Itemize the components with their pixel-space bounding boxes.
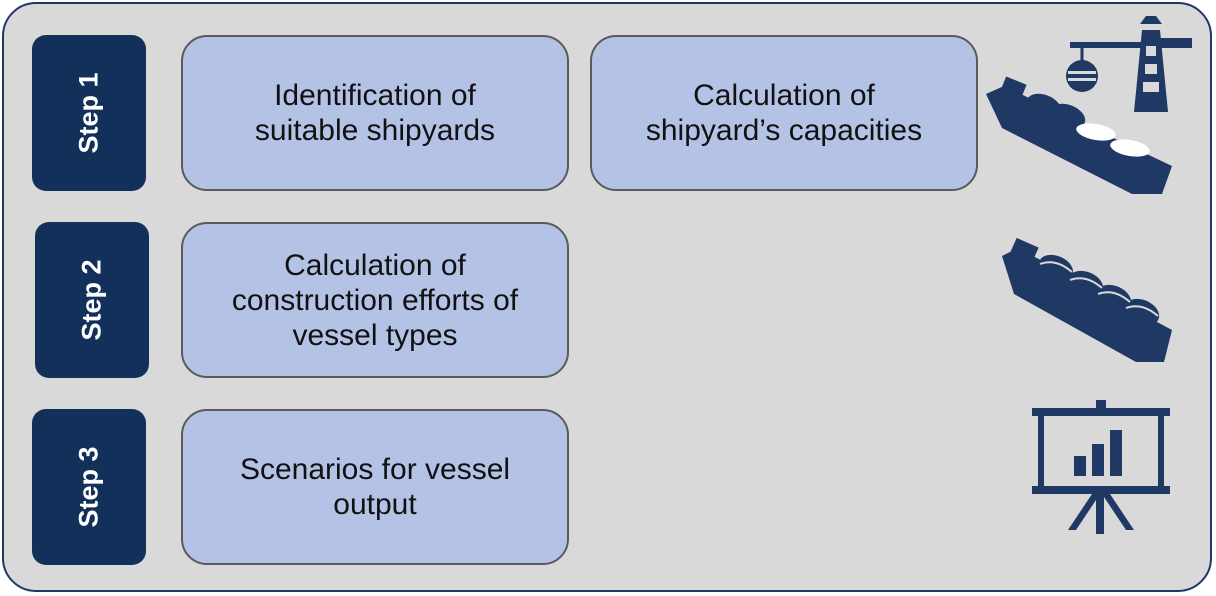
gas-carrier-ship-icon	[1002, 238, 1172, 362]
step-2-label: Step 2	[35, 222, 149, 378]
step-3-text: Step 3	[73, 446, 104, 528]
capacities-box: Calculation of shipyard’s capacities	[590, 35, 978, 191]
crane-ship-icon	[986, 16, 1192, 194]
step-1-label: Step 1	[32, 35, 146, 191]
presentation-chart-icon	[1032, 400, 1170, 534]
efforts-line-2: construction efforts of	[231, 283, 519, 317]
scenarios-line-2: output	[333, 488, 417, 521]
identification-box: Identification of suitable shipyards	[181, 35, 569, 191]
efforts-line-3: vessel types	[292, 318, 458, 352]
efforts-box: Calculation of construction efforts of v…	[181, 222, 569, 378]
scenarios-box: Scenarios for vessel output	[181, 409, 569, 565]
identification-line-1: Identification of	[274, 79, 476, 112]
scenarios-line-1: Scenarios for vessel	[239, 453, 511, 486]
capacities-line-1: Calculation of	[693, 79, 875, 112]
efforts-line-1: Calculation of	[284, 248, 466, 282]
step-1-text: Step 1	[73, 72, 104, 154]
step-2-text: Step 2	[76, 259, 107, 341]
identification-line-2: suitable shipyards	[254, 114, 496, 147]
step-3-label: Step 3	[32, 409, 146, 565]
capacities-line-2: shipyard’s capacities	[645, 114, 923, 147]
